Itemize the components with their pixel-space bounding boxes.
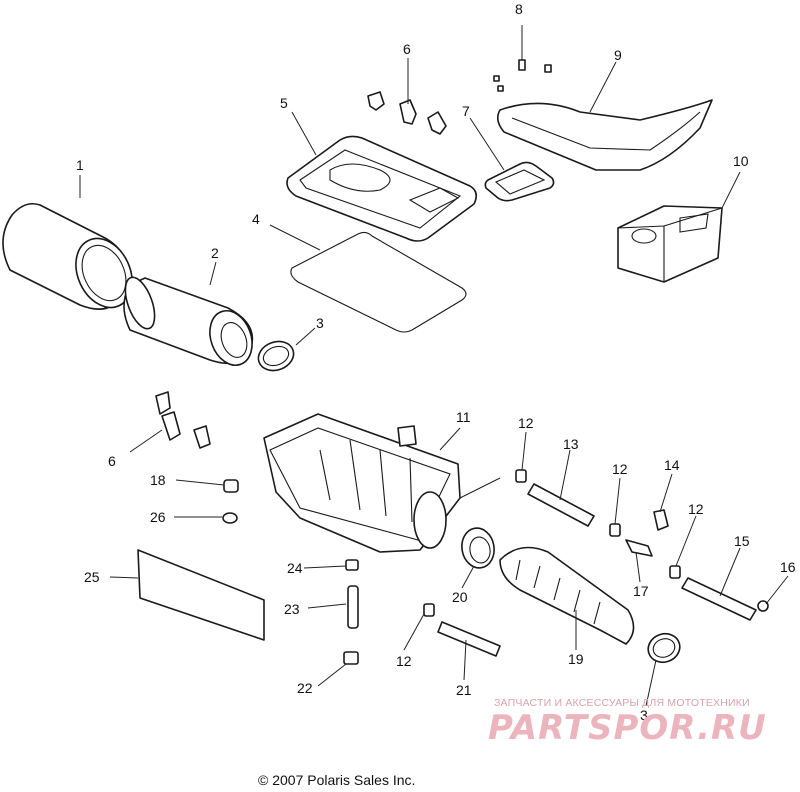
callout-16: 16 bbox=[780, 559, 796, 575]
part-8-screws bbox=[493, 25, 552, 92]
part-7-seal bbox=[484, 161, 555, 202]
leader-lines bbox=[79, 58, 789, 707]
part-11-airbox-housing bbox=[263, 413, 461, 553]
callout-13: 13 bbox=[563, 436, 579, 452]
callout-7: 7 bbox=[462, 103, 470, 119]
callout-21: 21 bbox=[456, 682, 472, 698]
part-13-tube bbox=[527, 483, 595, 527]
callout-26: 26 bbox=[150, 509, 166, 525]
part-14-bracket bbox=[653, 509, 669, 531]
part-25-panel bbox=[137, 549, 265, 641]
callout-14: 14 bbox=[664, 457, 680, 473]
callout-25: 25 bbox=[84, 569, 100, 585]
part-5-airbox-cover bbox=[286, 135, 478, 242]
part-26-washer bbox=[222, 512, 238, 524]
part-18-grommet bbox=[223, 479, 239, 493]
callout-8: 8 bbox=[515, 1, 523, 17]
part-16-clamp bbox=[757, 600, 769, 612]
callout-24: 24 bbox=[287, 560, 303, 576]
callout-10: 10 bbox=[733, 153, 749, 169]
part-4-gasket bbox=[290, 231, 467, 333]
part-3-clamp-lower bbox=[647, 632, 681, 664]
callout-11: 11 bbox=[456, 409, 471, 425]
callout-17: 17 bbox=[633, 583, 649, 599]
callout-1: 1 bbox=[76, 157, 84, 173]
watermark-logo: PARTSPOR.RU bbox=[488, 708, 767, 748]
callout-22: 22 bbox=[297, 680, 313, 696]
callout-15: 15 bbox=[734, 533, 750, 549]
callout-18: 18 bbox=[150, 472, 166, 488]
part-22-24-drain bbox=[343, 559, 359, 665]
callout-12-c: 12 bbox=[688, 501, 704, 517]
part-1-filter-sleeve bbox=[2, 202, 133, 310]
watermark-subtitle: ЗАПЧАСТИ И АКСЕССУАРЫ ДЛЯ МОТОТЕХНИКИ bbox=[494, 697, 750, 709]
part-3-clamp-upper bbox=[257, 340, 295, 372]
part-19-intake-boot bbox=[499, 546, 635, 645]
callout-3: 3 bbox=[316, 315, 324, 331]
callout-12-b: 12 bbox=[612, 461, 628, 477]
callout-2: 2 bbox=[211, 245, 219, 261]
callout-6-upper: 6 bbox=[403, 41, 411, 57]
callout-19: 19 bbox=[568, 651, 584, 667]
part-17-fitting bbox=[625, 539, 653, 557]
callout-3-lower: 3 bbox=[640, 707, 648, 723]
part-2-air-filter bbox=[123, 276, 254, 366]
part-15-tube bbox=[681, 577, 757, 621]
part-12-spacers bbox=[423, 469, 681, 617]
part-21-tube bbox=[437, 621, 501, 657]
callout-23: 23 bbox=[284, 601, 300, 617]
part-20-coupler bbox=[461, 527, 495, 569]
part-6-clips-lower bbox=[155, 391, 211, 449]
callout-5: 5 bbox=[280, 95, 288, 111]
part-10-foam-block bbox=[617, 205, 723, 283]
part-6-clips-upper bbox=[367, 91, 447, 135]
callout-12-a: 12 bbox=[518, 415, 534, 431]
callout-6-lower: 6 bbox=[108, 453, 116, 469]
callout-4: 4 bbox=[252, 211, 260, 227]
callout-12-d: 12 bbox=[396, 653, 412, 669]
callout-9: 9 bbox=[614, 47, 622, 63]
callout-20: 20 bbox=[452, 589, 468, 605]
copyright-notice: © 2007 Polaris Sales Inc. bbox=[258, 772, 416, 788]
part-9-intake-duct bbox=[496, 99, 713, 171]
